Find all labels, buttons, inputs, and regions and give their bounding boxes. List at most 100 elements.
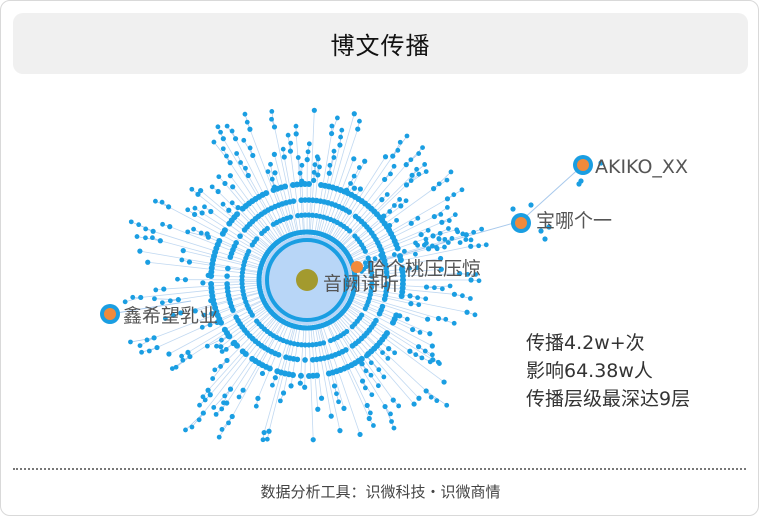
repost-dot (416, 302, 422, 308)
repost-dot (293, 131, 299, 137)
graph-edge (185, 412, 204, 431)
repost-dot (265, 169, 271, 174)
repost-dot (236, 394, 242, 400)
ring-dot (239, 348, 246, 355)
ring-dot (221, 326, 228, 333)
repost-dot (145, 259, 151, 265)
repost-dot (419, 355, 425, 361)
repost-dot (422, 348, 428, 354)
graph-edge (384, 406, 395, 429)
repost-dot (367, 410, 373, 416)
repost-dot (222, 180, 228, 187)
repost-dot (227, 160, 233, 166)
repost-dot (410, 326, 416, 333)
repost-dot (411, 401, 417, 407)
repost-dot (416, 395, 422, 401)
repost-dot (216, 434, 222, 440)
repost-dot (192, 211, 198, 218)
repost-dot (403, 162, 409, 168)
repost-dot (266, 428, 272, 434)
repost-dot (380, 350, 385, 356)
repost-dot (137, 343, 143, 348)
graph-edge (154, 298, 179, 301)
repost-dot (351, 156, 357, 162)
repost-dot (397, 139, 403, 145)
repost-dot (138, 294, 144, 301)
ring-dot (306, 212, 312, 218)
ring-dot (249, 355, 256, 362)
repost-dot (468, 243, 474, 249)
repost-dot (329, 123, 335, 129)
ring-dot (346, 209, 353, 215)
repost-dot (457, 240, 463, 245)
repost-dot (391, 163, 397, 169)
repost-dot (334, 391, 339, 397)
repost-dot (208, 208, 214, 215)
repost-dot (338, 134, 343, 140)
graph-edge (383, 199, 400, 217)
repost-dot (226, 420, 231, 426)
repost-dot (375, 383, 381, 389)
graph-edge (213, 388, 231, 408)
repost-dot (438, 211, 444, 217)
repost-dot (230, 184, 236, 190)
repost-dot (264, 436, 270, 442)
repost-dot (222, 393, 228, 399)
repost-dot (423, 169, 429, 174)
ring-dot (233, 240, 239, 246)
graph-edge (218, 416, 233, 438)
graph-edge (346, 167, 360, 191)
repost-dot (336, 399, 341, 405)
repost-dot (317, 164, 322, 170)
graph-edge (270, 164, 275, 188)
graph-edge (392, 135, 408, 157)
repost-dot (232, 136, 239, 142)
repost-dot (215, 188, 221, 195)
repost-dot (212, 367, 218, 373)
repost-dot (244, 119, 250, 125)
repost-dot (463, 237, 469, 243)
repost-dot (199, 210, 205, 216)
repost-dot (150, 235, 155, 241)
ring-dot (254, 236, 260, 242)
repost-dot (311, 177, 317, 183)
repost-dot (359, 378, 366, 384)
repost-dot (293, 123, 299, 129)
repost-dot (362, 260, 368, 266)
repost-dot (326, 170, 332, 176)
repost-dot (186, 259, 193, 265)
repost-dot (196, 417, 202, 423)
repost-dot (427, 331, 433, 337)
graph-edge (405, 147, 423, 165)
repost-dot (331, 155, 337, 160)
propagation-graph: 音阙诗听 哈个桃压压惊 宝哪个一 AKIKO_XX 鑫希望乳业 (100, 107, 688, 443)
repost-dot (404, 133, 410, 139)
repost-dot (204, 231, 210, 237)
repost-dot (269, 382, 275, 388)
ring-dot (224, 273, 230, 279)
ring-dot (369, 273, 375, 279)
graph-edge (432, 229, 457, 237)
ring-dot (346, 228, 353, 234)
repost-dot (423, 388, 429, 394)
node-label-center: 音阙诗听 (323, 273, 399, 295)
repost-dot (476, 243, 482, 249)
repost-dot (414, 166, 420, 172)
repost-dot (368, 360, 374, 366)
repost-dot (209, 184, 215, 190)
repost-dot (425, 246, 432, 252)
repost-dot (304, 157, 310, 163)
repost-dot (226, 207, 232, 213)
repost-dot (220, 201, 226, 207)
repost-dot (215, 124, 221, 130)
repost-dot (183, 427, 188, 433)
repost-dot (396, 403, 402, 409)
repost-dot (204, 343, 210, 349)
repost-dot (423, 284, 430, 290)
repost-dot (224, 357, 230, 364)
repost-dot (229, 413, 235, 420)
repost-dot (546, 224, 552, 230)
repost-dot (394, 217, 399, 223)
repost-dot (128, 339, 133, 345)
repost-dot (441, 379, 447, 385)
